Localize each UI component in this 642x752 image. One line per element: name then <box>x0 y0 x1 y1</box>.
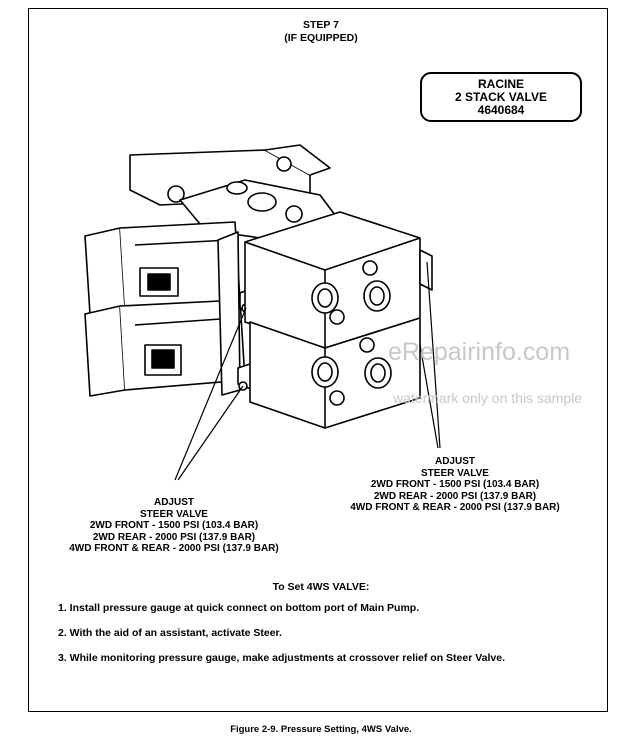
procedure-step: 2. With the aid of an assistant, activat… <box>58 627 282 639</box>
valve-label-badge: RACINE 2 STACK VALVE 4640684 <box>420 72 582 122</box>
figure-caption: Figure 2-9. Pressure Setting, 4WS Valve. <box>230 724 412 735</box>
callout-left-rear: 2WD REAR - 2000 PSI (137.9 BAR) <box>92 531 256 543</box>
callout-right-title2: STEER VALVE <box>421 467 489 479</box>
step-subheading: (IF EQUIPPED) <box>284 32 358 44</box>
badge-line-1: RACINE <box>477 76 524 91</box>
procedure-step: 1. Install pressure gauge at quick conne… <box>58 602 420 614</box>
callout-left-both: 4WD FRONT & REAR - 2000 PSI (137.9 BAR) <box>69 543 279 554</box>
callout-left-front: 2WD FRONT - 1500 PSI (103.4 BAR) <box>89 520 259 531</box>
badge-line-2: 2 STACK VALVE <box>454 89 547 104</box>
callout-right-front: 2WD FRONT - 1500 PSI (103.4 BAR) <box>370 479 540 490</box>
watermark-brand: eRepairinfo.com <box>388 338 571 366</box>
callout-right-both: 4WD FRONT & REAR - 2000 PSI (137.9 BAR) <box>350 502 560 513</box>
callout-right-title1: ADJUST <box>434 456 475 467</box>
callout-right: ADJUST STEER VALVE 2WD FRONT - 1500 PSI … <box>330 456 580 514</box>
step-heading: STEP 7 <box>303 19 339 31</box>
badge-line-3: 4640684 <box>477 102 525 117</box>
callout-right-rear: 2WD REAR - 2000 PSI (137.9 BAR) <box>373 490 537 502</box>
procedure-steps: 1. Install pressure gauge at quick conne… <box>58 602 598 677</box>
callout-left-title2: STEER VALVE <box>140 508 208 520</box>
page-frame <box>28 8 608 712</box>
procedure-title: To Set 4WS VALVE: <box>272 581 370 593</box>
procedure-step: 3. While monitoring pressure gauge, make… <box>58 652 505 664</box>
callout-left-title1: ADJUST <box>153 497 194 508</box>
watermark-note: watermark only on this sample <box>393 390 583 406</box>
callout-left: ADJUST STEER VALVE 2WD FRONT - 1500 PSI … <box>44 497 304 555</box>
